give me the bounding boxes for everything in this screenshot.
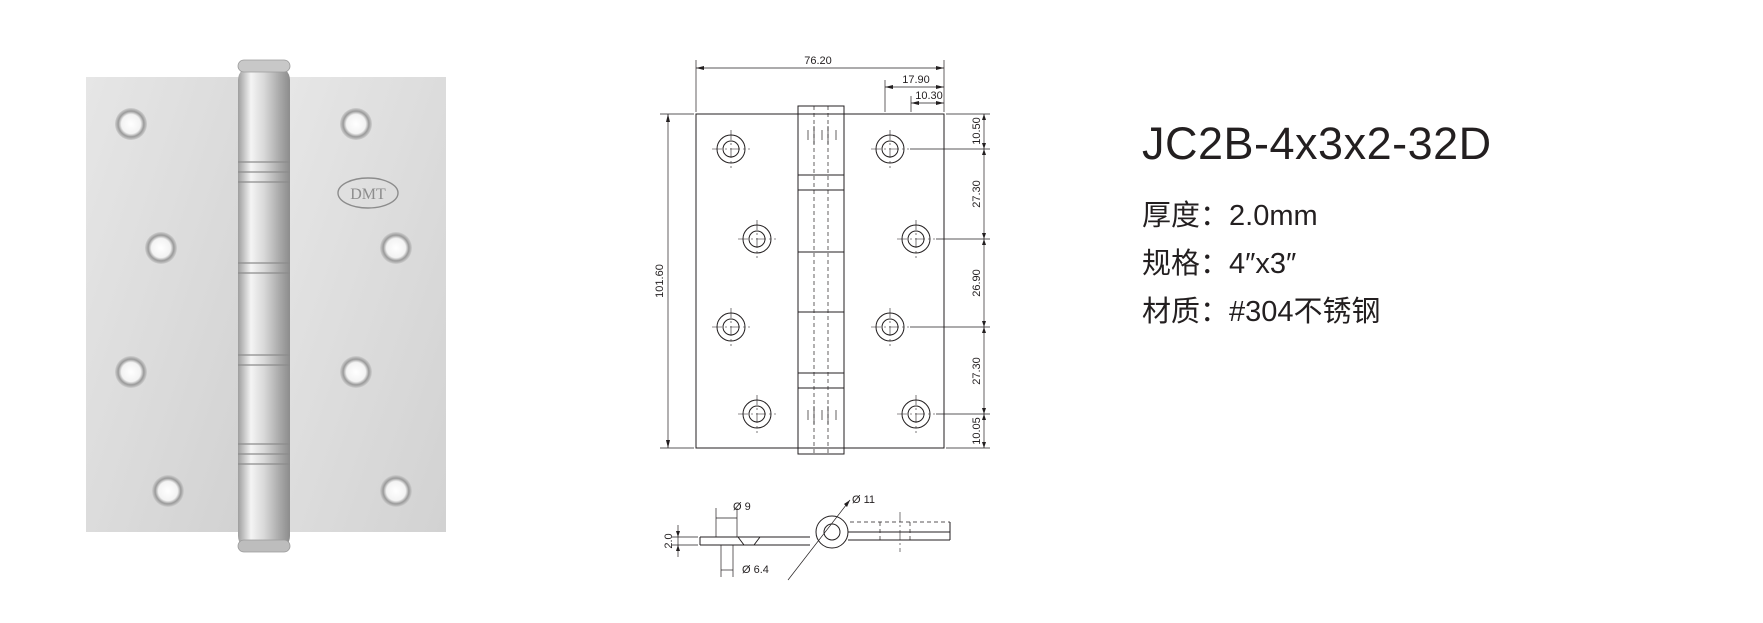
spec-label: 厚度： <box>1142 200 1230 232</box>
spec-value: #304不锈钢 <box>1229 296 1381 328</box>
spec-value: 4″x3″ <box>1229 248 1297 280</box>
hinge-barrel <box>237 59 291 553</box>
spec-row-thickness: 厚度：2.0mm <box>1142 192 1492 240</box>
dim-gap-3: 26.90 <box>971 269 983 297</box>
dim-hole-dia: Ø 9 <box>733 501 751 513</box>
spec-row-size: 规格：4″x3″ <box>1142 240 1492 288</box>
hinge-right-leaf <box>290 77 446 532</box>
height-dimension: 101.60 <box>654 113 694 449</box>
front-view-holes <box>712 130 935 433</box>
hole-spacing-dimensions: 10.50 27.30 26.90 27.30 10.05 <box>910 113 990 449</box>
dim-hole-dia-small: Ø 6.4 <box>742 564 769 576</box>
model-number: JC2B-4x3x2-32D <box>1142 118 1492 169</box>
dim-thickness: 2.0 <box>663 533 675 548</box>
dim-gap-1: 10.50 <box>971 117 983 145</box>
front-view <box>695 105 945 455</box>
logo-text: DMT <box>350 186 386 203</box>
spec-row-material: 材质：#304不锈钢 <box>1142 288 1492 336</box>
spec-label: 规格： <box>1142 248 1230 280</box>
top-dimensions: 76.20 17.90 10.30 <box>695 55 945 112</box>
dim-pin-offset: 10.30 <box>915 90 943 102</box>
side-view: 2.0 Ø 9 Ø 6.4 Ø 11 <box>663 494 951 581</box>
spec-panel: JC2B-4x3x2-32D 厚度：2.0mm 规格：4″x3″ 材质：#304… <box>1142 118 1492 336</box>
dim-gap-2: 27.30 <box>971 180 983 208</box>
spec-value: 2.0mm <box>1229 200 1318 232</box>
dim-knuckle-offset: 17.90 <box>902 74 930 86</box>
dim-gap-4: 27.30 <box>971 357 983 385</box>
hinge-left-leaf <box>86 77 238 532</box>
dmt-logo: DMT <box>337 177 399 209</box>
dim-height: 101.60 <box>654 264 666 298</box>
hinge-screw-holes <box>115 108 412 507</box>
dim-pin-dia: Ø 11 <box>852 494 875 506</box>
dim-overall-width: 76.20 <box>804 55 832 67</box>
spec-label: 材质： <box>1142 296 1230 328</box>
dim-gap-5: 10.05 <box>971 417 983 445</box>
